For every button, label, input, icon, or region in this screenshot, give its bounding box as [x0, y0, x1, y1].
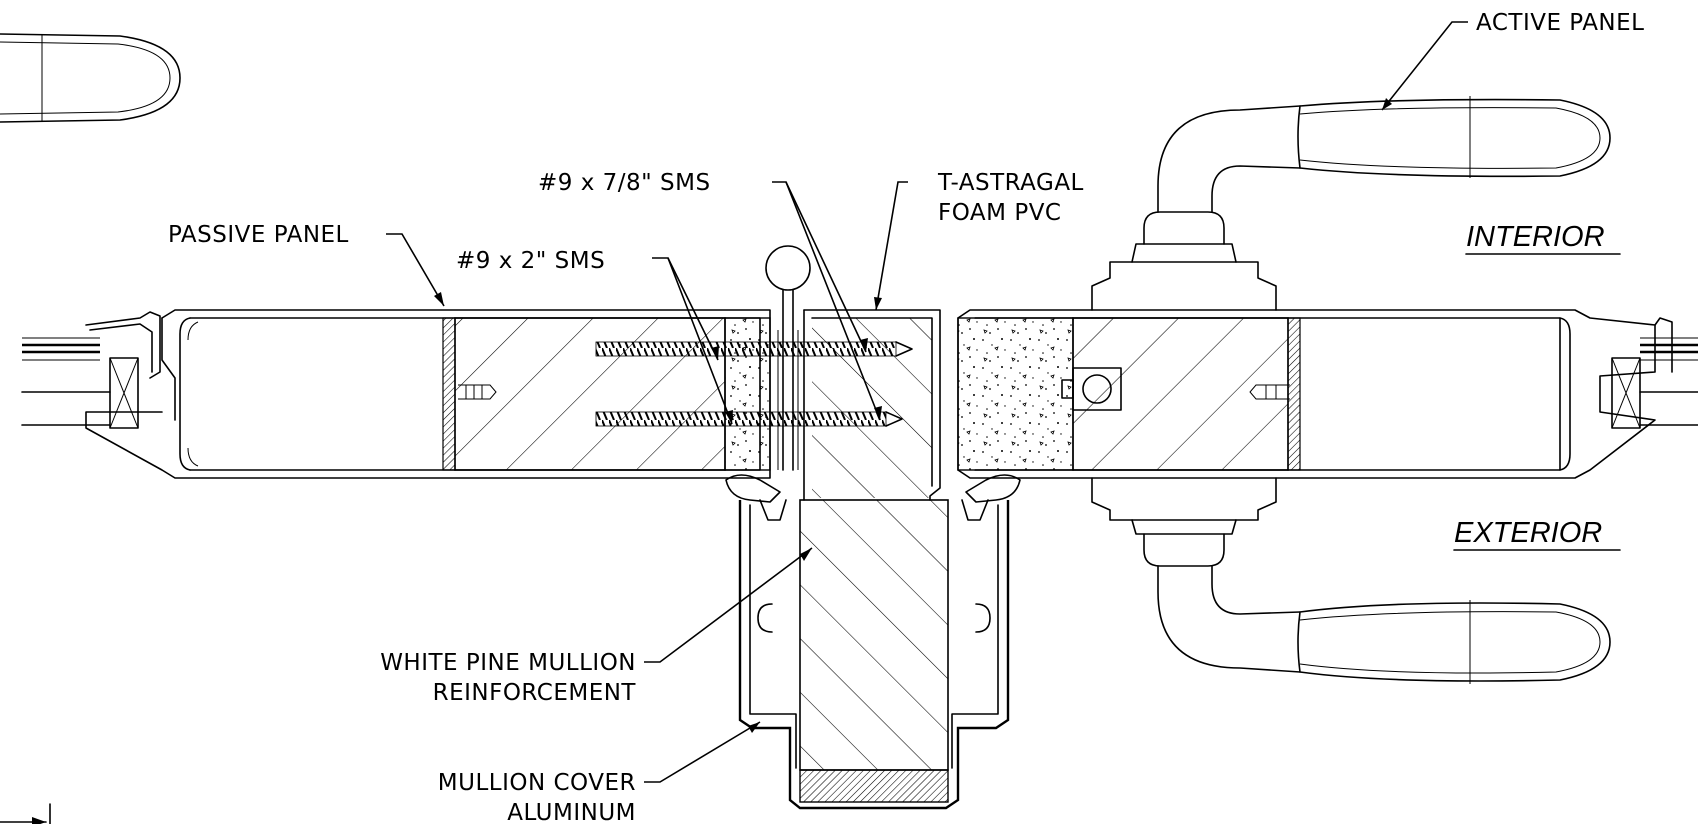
- label-aluminum: ALUMINUM: [507, 800, 636, 824]
- labels: ACTIVE PANEL #9 x 7/8" SMS T-ASTRAGAL FO…: [168, 10, 1644, 824]
- label-sms-7-8: #9 x 7/8" SMS: [538, 170, 711, 196]
- active-panel-section: [957, 309, 1698, 479]
- label-passive-panel: PASSIVE PANEL: [168, 222, 349, 248]
- shoot-bolt: [765, 245, 811, 471]
- label-exterior: EXTERIOR: [1454, 517, 1602, 549]
- label-interior: INTERIOR: [1466, 221, 1605, 253]
- leader-lines: [386, 21, 1468, 783]
- label-mullion-cover: MULLION COVER: [438, 770, 636, 796]
- mullion-cover: [725, 474, 1021, 810]
- interior-lever-handle: [1091, 96, 1611, 311]
- t-astragal: [803, 309, 941, 501]
- exterior-lever-handle: [1091, 477, 1611, 684]
- top-left-handle: [0, 33, 181, 123]
- dimension-arrow: [0, 803, 51, 824]
- label-t-astragal: T-ASTRAGAL: [937, 170, 1084, 196]
- label-white-pine: WHITE PINE MULLION: [380, 650, 636, 676]
- label-foam-pvc: FOAM PVC: [938, 200, 1061, 226]
- label-sms-2: #9 x 2" SMS: [456, 248, 605, 274]
- screws: [595, 341, 913, 427]
- passive-panel-section: [21, 309, 771, 479]
- label-reinforcement: REINFORCEMENT: [433, 680, 637, 706]
- label-active-panel: ACTIVE PANEL: [1476, 10, 1644, 36]
